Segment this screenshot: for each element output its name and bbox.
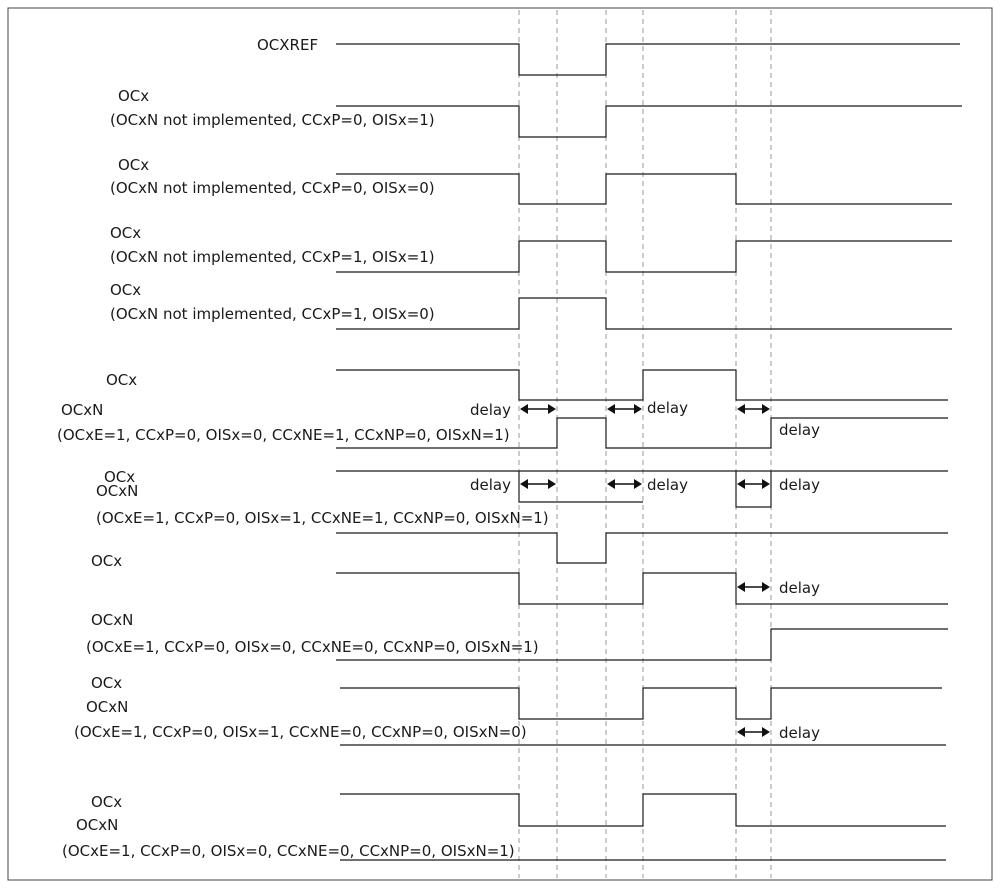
delay-arrow bbox=[520, 479, 556, 489]
label-ocxn: OCxN bbox=[76, 816, 118, 834]
delay-arrows bbox=[520, 404, 770, 737]
label-ocx: OCx bbox=[110, 281, 141, 299]
signal-labels: OCXREF OCx (OCxN not implemented, CCxP=0… bbox=[57, 36, 549, 860]
label-ocx: OCx bbox=[106, 371, 137, 389]
delay-arrow bbox=[737, 479, 770, 489]
label-condition: (OCxN not implemented, CCxP=0, OISx=0) bbox=[110, 179, 435, 197]
label-ocx: OCx bbox=[91, 674, 122, 692]
ocxn-b-gap-segment bbox=[735, 471, 772, 508]
delay-label: delay bbox=[779, 476, 820, 494]
delay-arrow bbox=[607, 479, 642, 489]
delay-label: delay bbox=[470, 401, 511, 419]
waveform-ocx-e bbox=[340, 793, 946, 827]
waveform-ocx-ccxp1-oisx0 bbox=[336, 297, 952, 330]
waveform-ocxn-complementary-a bbox=[336, 417, 948, 449]
diagram-frame bbox=[7, 7, 993, 881]
delay-label: delay bbox=[779, 421, 820, 439]
delay-arrow bbox=[520, 404, 556, 414]
label-ocxn: OCxN bbox=[86, 698, 128, 716]
label-ocx: OCx bbox=[91, 793, 122, 811]
label-condition: (OCxE=1, CCxP=0, OISx=0, CCxNE=0, CCxNP=… bbox=[62, 842, 515, 860]
label-condition: (OCxE=1, CCxP=0, OISx=0, CCxNE=0, CCxNP=… bbox=[86, 638, 539, 656]
delay-arrow bbox=[607, 404, 642, 414]
delay-label: delay bbox=[647, 476, 688, 494]
label-condition: (OCxE=1, CCxP=0, OISx=0, CCxNE=1, CCxNP=… bbox=[57, 426, 510, 444]
delay-label: delay bbox=[647, 399, 688, 417]
label-condition: (OCxN not implemented, CCxP=1, OISx=0) bbox=[110, 305, 435, 323]
label-condition: (OCxE=1, CCxP=0, OISx=1, CCxNE=1, CCxNP=… bbox=[96, 509, 549, 527]
waveform-ocx-ccxp0-oisx0 bbox=[336, 173, 952, 205]
label-ocxn: OCxN bbox=[61, 401, 103, 419]
delay-arrow bbox=[737, 404, 770, 414]
label-ocx: OCx bbox=[118, 156, 149, 174]
waveform-ocx-ccxp0-oisx1 bbox=[336, 105, 962, 138]
label-ocxn: OCxN bbox=[96, 482, 138, 500]
delay-labels: delay delay delay delay delay delay dela… bbox=[470, 399, 820, 742]
label-ocx: OCx bbox=[91, 552, 122, 570]
label-ocx: OCx bbox=[104, 468, 135, 486]
waveform-ocx-c bbox=[336, 572, 948, 605]
waveform-ocxn-complementary-b bbox=[336, 532, 948, 564]
waveform-ocxn-c bbox=[336, 628, 948, 661]
label-condition: (OCxE=1, CCxP=0, OISx=1, CCxNE=0, CCxNP=… bbox=[74, 723, 527, 741]
label-condition: (OCxN not implemented, CCxP=1, OISx=1) bbox=[110, 248, 435, 266]
label-condition: (OCxN not implemented, CCxP=0, OISx=1) bbox=[110, 111, 435, 129]
label-ocx: OCx bbox=[118, 87, 149, 105]
label-ocxn: OCxN bbox=[91, 611, 133, 629]
ocxn-b-low-segment bbox=[518, 471, 643, 503]
delay-arrow bbox=[737, 582, 770, 592]
waveform-ocx-d bbox=[340, 687, 942, 720]
delay-label: delay bbox=[470, 476, 511, 494]
waveforms bbox=[336, 43, 962, 861]
waveform-ocx-complementary-a bbox=[336, 369, 948, 401]
waveform-ocx-ccxp1-oisx1 bbox=[336, 240, 952, 273]
delay-label: delay bbox=[779, 724, 820, 742]
label-ocxref: OCXREF bbox=[257, 36, 318, 54]
delay-arrow bbox=[737, 727, 770, 737]
delay-label: delay bbox=[779, 579, 820, 597]
waveform-ocxref bbox=[336, 43, 960, 76]
label-ocx: OCx bbox=[110, 224, 141, 242]
